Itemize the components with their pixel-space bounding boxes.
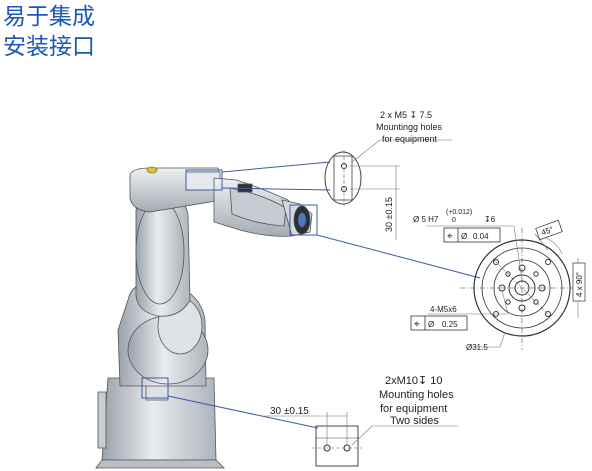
tolerance-zero: 0	[452, 217, 456, 224]
top-mount-detail	[324, 139, 452, 240]
base-mount-highlight	[141, 377, 169, 399]
spacing-box: 4 x 90°	[572, 262, 586, 302]
position-icon: ⌖	[447, 231, 453, 242]
flange-highlight	[289, 204, 318, 236]
feature-control-frame-2: ⌖ Ø 0.25	[410, 315, 468, 331]
flange-detail	[460, 228, 584, 350]
bore-dimension: Ø 5 H7	[413, 215, 439, 224]
position-icon: ⌖	[414, 319, 420, 330]
angle-box: 45°	[535, 219, 563, 241]
spacing-label: 4 x 90°	[575, 272, 584, 297]
vertical-dimension: 30 ±0.15	[384, 197, 394, 232]
pcd-dimension: Ø31.5	[466, 343, 488, 352]
horizontal-dimension: 30 ±0.15	[270, 406, 309, 417]
feature-control-frame-1: ⌖ Ø 0.04	[443, 227, 501, 243]
bore-depth: ↧6	[484, 215, 496, 224]
title-line-2: 安装接口	[3, 34, 95, 60]
diameter-icon: Ø	[461, 232, 467, 241]
bottom-callout-spec: 2xM10↧ 10	[385, 375, 443, 387]
fcf2-value: 0.25	[442, 320, 458, 329]
bottom-callout-line4: Two sides	[390, 415, 439, 427]
bottom-callout-line3: for equipment	[380, 403, 447, 415]
top-callout-line3: for equipment	[382, 134, 438, 144]
fcf1-value: 0.04	[473, 232, 489, 241]
angle-label: 45°	[540, 225, 554, 238]
top-callout-line2: Mountingg holes	[376, 122, 443, 132]
tolerance-plus: (+0.012)	[446, 209, 472, 216]
top-mount-highlight	[185, 169, 223, 191]
title-line-1: 易于集成	[3, 4, 95, 30]
bottom-callout-line2: Mounting holes	[379, 389, 454, 401]
robot-body	[95, 166, 313, 469]
leader-lines	[167, 161, 481, 429]
thread-dimension: 4-M5x6	[430, 305, 457, 314]
diameter-icon: Ø	[428, 320, 434, 329]
top-callout-spec: 2 x M5 ↧ 7.5	[380, 110, 432, 120]
base-mount-detail	[262, 412, 458, 467]
